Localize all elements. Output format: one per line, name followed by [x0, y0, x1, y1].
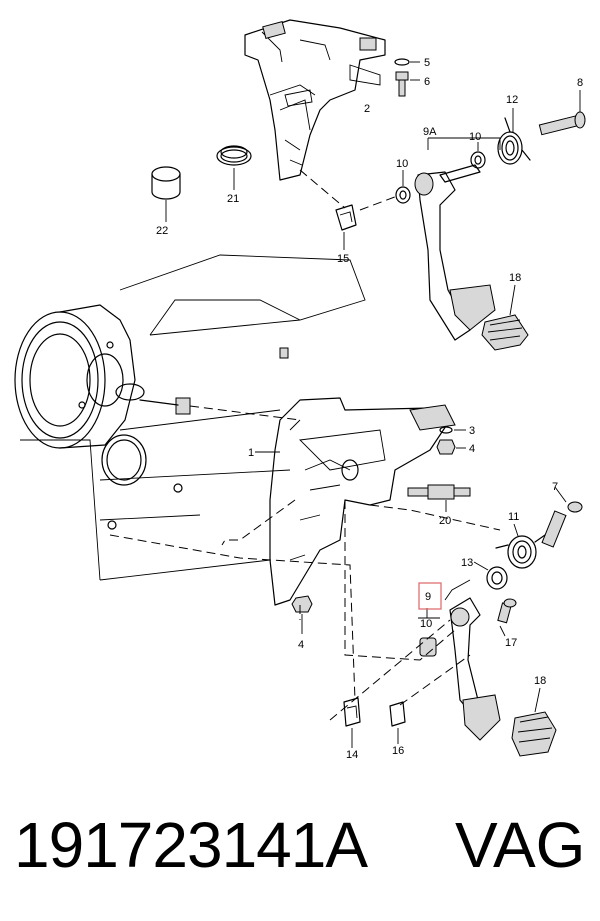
- callout-18-lower: 18: [534, 675, 546, 687]
- callout-18-upper: 18: [509, 272, 521, 284]
- clip-15: [335, 204, 357, 250]
- callout-10-upper-right: 10: [469, 131, 481, 143]
- callout-1: 1: [248, 447, 254, 459]
- callout-6: 6: [424, 76, 430, 88]
- pedal-9a: [414, 137, 501, 341]
- callout-9: 9: [425, 591, 431, 603]
- part-number: 191723141A: [14, 809, 368, 881]
- cap-22: [151, 166, 181, 222]
- brake-switch-20: [407, 484, 471, 512]
- highlight-box: [418, 582, 442, 610]
- callout-22: 22: [156, 225, 168, 237]
- pivot-bolt-8: [538, 90, 586, 136]
- bushing-10-upper-left: [395, 170, 411, 204]
- pedal-bracket-1: [255, 397, 456, 606]
- firewall-panel: [20, 254, 366, 581]
- bolt-17: [497, 598, 517, 637]
- callout-11: 11: [508, 511, 519, 523]
- callout-10-lower: 10: [420, 618, 432, 630]
- bushing-10-upper-right: [470, 142, 486, 169]
- return-spring-12: [497, 108, 531, 165]
- brand-name: VAG: [455, 809, 586, 881]
- callout-15: 15: [337, 253, 349, 265]
- exploded-parts-diagram: 1 2 3 4 4 5 6 7 8 9 9A 10 10 10 11 12 13…: [14, 19, 586, 761]
- bolt-6: [395, 71, 420, 97]
- nut-4-right: [436, 439, 466, 455]
- washer-3: [439, 426, 466, 434]
- seal-ring-21: [216, 145, 252, 190]
- clip-14: [343, 697, 361, 748]
- callout-14: 14: [346, 749, 358, 761]
- washer-5: [394, 58, 420, 66]
- brake-booster: [14, 304, 191, 449]
- callout-4-right: 4: [469, 443, 475, 455]
- callout-21: 21: [227, 193, 239, 205]
- upper-pedal-bracket: [244, 19, 386, 181]
- callout-12: 12: [506, 94, 518, 106]
- bushing-10-lower: [418, 608, 440, 657]
- callout-7: 7: [552, 481, 558, 493]
- callout-4-left: 4: [298, 639, 304, 651]
- callout-2: 2: [364, 103, 370, 115]
- callout-3: 3: [469, 425, 475, 437]
- pedal-pad-18-lower: [511, 687, 557, 757]
- callout-10-upper-left: 10: [396, 158, 408, 170]
- callout-9a: 9A: [423, 126, 437, 138]
- clip-16: [389, 701, 406, 744]
- callout-16: 16: [392, 745, 404, 757]
- pivot-bolt-7: [541, 486, 583, 548]
- callout-17: 17: [505, 637, 517, 649]
- callout-8: 8: [577, 77, 583, 89]
- pedal-pad-18-upper: [481, 284, 529, 351]
- bushing-13: [473, 561, 508, 590]
- callout-20: 20: [439, 515, 451, 527]
- pedal-9: [444, 579, 501, 741]
- callout-5: 5: [424, 57, 430, 69]
- nut-4-left: [291, 595, 313, 634]
- return-spring-11: [495, 523, 546, 569]
- callout-13: 13: [461, 557, 473, 569]
